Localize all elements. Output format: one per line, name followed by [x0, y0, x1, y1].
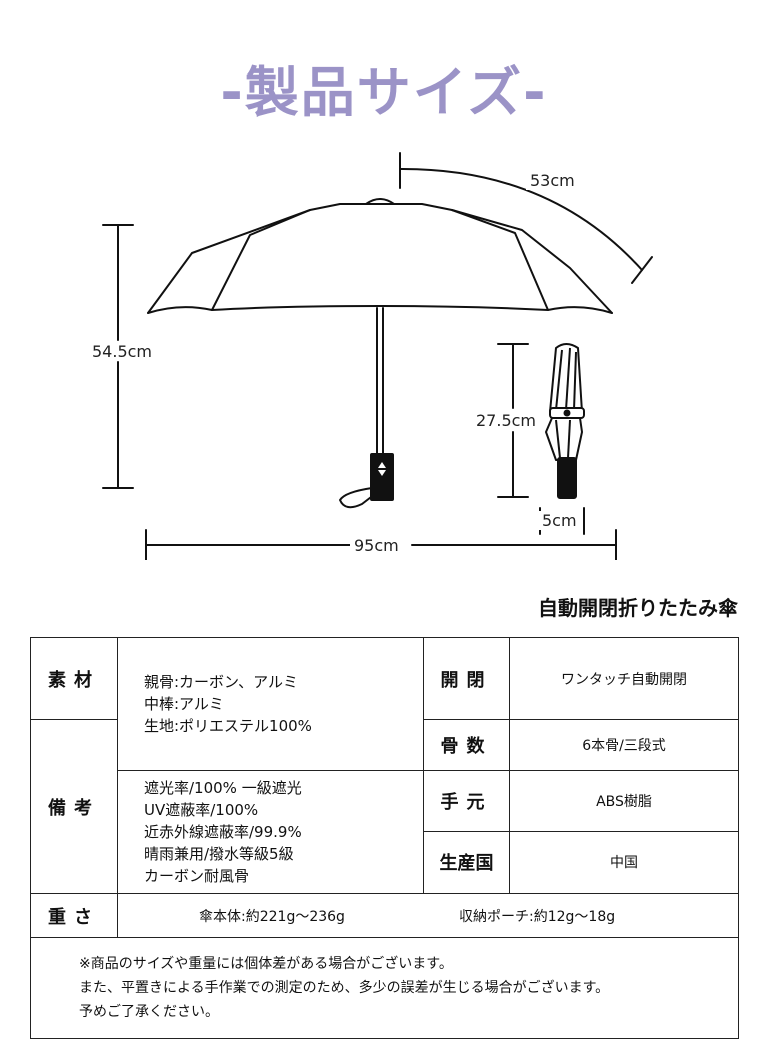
material-header: 素材 [30, 637, 118, 720]
list-item: 近赤外線遮蔽率/99.9% [144, 823, 302, 841]
table-row: 生産国 中国 [31, 830, 739, 895]
list-item: UV遮蔽率/100% [144, 801, 259, 819]
open-umbrella-icon [147, 198, 613, 509]
disclaimer-cell: ※商品のサイズや重量には個体差がある場合がございます。 また、平置きによる手作業… [30, 937, 739, 1039]
disclaimer-line: また、平置きによる手作業での測定のため、多少の誤差が生じる場合がございます。 [79, 980, 610, 996]
open-close-value: ワンタッチ自動開閉 [509, 637, 739, 720]
table-row: 備考 骨数 6本骨/三段式 [30, 719, 739, 894]
disclaimer-line: 予めご了承ください。 [79, 1004, 219, 1020]
list-item: カーボン耐風骨 [144, 867, 250, 885]
product-name: 自動開閉折りたたみ傘 [538, 596, 738, 620]
umbrella-size-diagram [102, 152, 653, 560]
table-row: ※商品のサイズや重量には個体差がある場合がございます。 また、平置きによる手作業… [30, 937, 739, 1039]
list-item: 中棒:アルミ [144, 695, 224, 713]
material-cell: 親骨:カーボン、アルミ 中棒:アルミ 生地:ポリエステル100% [117, 637, 424, 771]
origin-header: 生産国 [423, 830, 510, 895]
body-weight: 傘本体:約221g〜236g [199, 908, 345, 925]
notes-cell: 遮光率/100% 一級遮光 UV遮蔽率/100% 近赤外線遮蔽率/99.9% 晴… [117, 770, 424, 894]
list-item: 晴雨兼用/撥水等級5級 [144, 845, 294, 863]
origin-value: 中国 [509, 830, 739, 895]
notes-header: 備考 [30, 719, 118, 894]
handle-value: ABS樹脂 [509, 770, 739, 832]
folded-umbrella-icon [545, 343, 585, 499]
list-item: 親骨:カーボン、アルミ [144, 673, 299, 691]
weight-cell: 傘本体:約221g〜236g 収納ポーチ:約12g〜18g [117, 893, 739, 938]
folded-width-label: 5cm [538, 511, 581, 530]
handle-icon [370, 453, 394, 501]
height-label: 54.5cm [88, 342, 157, 361]
list-item: 遮光率/100% 一級遮光 [144, 779, 302, 797]
ribs-value: 6本骨/三段式 [509, 719, 739, 771]
spec-table: 素材 親骨:カーボン、アルミ 中棒:アルミ 生地:ポリエステル100% 開閉 ワ… [30, 637, 739, 1039]
handle-header: 手元 [423, 770, 510, 832]
ribs-header: 骨数 [423, 719, 510, 771]
diameter-label: 95cm [350, 536, 403, 555]
folded-length-label: 27.5cm [472, 411, 541, 430]
pouch-weight: 収納ポーチ:約12g〜18g [459, 908, 616, 925]
table-row: 素材 親骨:カーボン、アルミ 中棒:アルミ 生地:ポリエステル100% 開閉 ワ… [30, 637, 739, 771]
list-item: 生地:ポリエステル100% [144, 717, 312, 735]
open-close-header: 開閉 [423, 637, 510, 720]
disclaimer-line: ※商品のサイズや重量には個体差がある場合がございます。 [79, 956, 453, 972]
weight-header: 重さ [30, 893, 118, 938]
arm-length-label: 53cm [526, 171, 579, 190]
page-title: -製品サイズ- [220, 61, 548, 124]
table-row: 重さ 傘本体:約221g〜236g 収納ポーチ:約12g〜18g [30, 893, 739, 938]
table-row: 遮光率/100% 一級遮光 UV遮蔽率/100% 近赤外線遮蔽率/99.9% 晴… [31, 770, 739, 894]
